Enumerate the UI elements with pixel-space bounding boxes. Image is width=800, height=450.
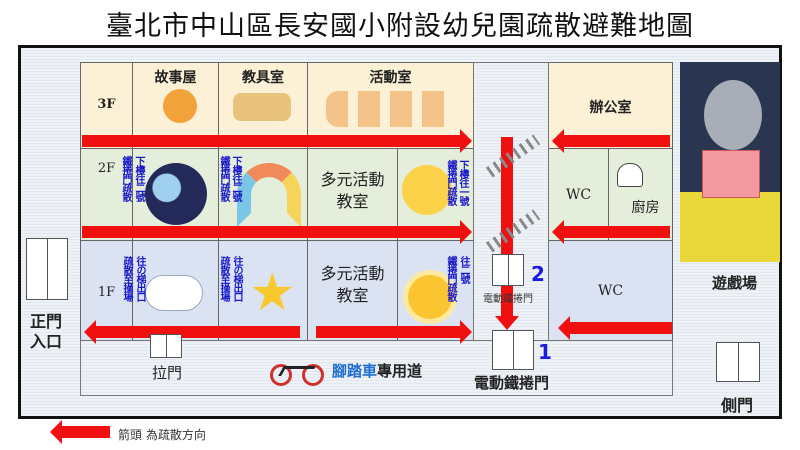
evacuation-arrow: [82, 220, 472, 244]
rolling-door-1-icon: [492, 330, 534, 370]
cat-reading-picture: [680, 62, 780, 262]
room-office: 辦公室: [548, 62, 673, 149]
note-text: 下樓往二號: [230, 156, 241, 201]
note-text: 鐵捲門疏散: [218, 156, 229, 201]
room-name: 多元活動 教室: [320, 264, 385, 305]
star-icon: ★: [249, 263, 296, 323]
note-text: 往二號: [458, 256, 469, 283]
room-1f-2: ★: [218, 240, 308, 341]
evacuation-arrow: [82, 129, 472, 153]
rolling-door-1-label: 電動鐵捲門: [474, 374, 550, 392]
playground-label: 遊戲場: [712, 274, 758, 292]
room-name: 教具室: [242, 70, 284, 86]
note-text: 疏散至操場: [218, 256, 229, 301]
sliding-door-icon: [150, 334, 182, 358]
room-name: 廚房: [631, 200, 660, 216]
note-text: 鐵捲門疏散: [445, 256, 456, 301]
legend-arrow: [50, 420, 110, 444]
moon-icon: [402, 165, 452, 215]
evacuation-arrow: [84, 320, 300, 344]
teacher-reading-icon: [163, 89, 197, 123]
bike-lane-label-rest: 專用道: [377, 362, 423, 380]
rolling-door-2-label: 電動鐵捲門: [483, 294, 533, 305]
note-text: 疏散至操場: [121, 256, 132, 301]
floor-label-3f: 3F: [97, 97, 116, 112]
rolling-door-2-icon: [492, 254, 524, 286]
evacuation-arrow: [552, 129, 670, 153]
room-name: WC: [565, 187, 592, 203]
bike-lane-label: 腳踏車專用道: [332, 360, 422, 381]
room-kitchen: 廚房: [608, 148, 673, 241]
night-sky-icon: [145, 163, 207, 225]
main-gate-door-icon: [26, 238, 68, 300]
bike-lane-label-blue: 腳踏車: [332, 362, 378, 380]
room-name: WC: [597, 283, 624, 299]
evacuation-arrow: [552, 220, 670, 244]
children-icon: [326, 91, 454, 127]
room-activity: 活動室: [307, 62, 474, 149]
room-2f-1: [132, 148, 219, 241]
room-2f-multi: 多元活動 教室: [307, 148, 398, 241]
arrow-head: [495, 316, 519, 330]
sliding-door-label: 拉門: [151, 364, 182, 382]
main-gate-label: 正門 入口: [29, 312, 62, 351]
note-text: 下樓往一號: [457, 160, 468, 205]
note-text: 往の梯出口: [134, 256, 145, 301]
ground-corridor: [80, 340, 673, 396]
side-door-label: 側門: [721, 396, 754, 415]
art-supplies-icon: [233, 93, 291, 121]
evacuation-arrow: [316, 320, 472, 344]
side-door-icon: [716, 342, 760, 382]
bicycle-icon: [270, 356, 326, 386]
floor-label-2f: 2F: [97, 161, 116, 176]
cloud-icon: [145, 275, 203, 311]
note-text: 鐵捲門疏散: [445, 160, 456, 205]
room-name: 活動室: [369, 70, 412, 86]
evacuation-arrow: [558, 316, 672, 340]
rainbow-icon: [237, 163, 301, 227]
room-1f-1: [132, 240, 219, 341]
room-name: 多元活動 教室: [320, 170, 385, 211]
note-text: 下樓往二號: [133, 156, 144, 201]
floor-label-3f-cell: 3F: [80, 62, 133, 149]
room-name: 故事屋: [154, 70, 197, 86]
note-text: 往の梯出口: [231, 256, 242, 301]
floor-label-1f: 1F: [97, 285, 116, 300]
door-number-2: 2: [531, 262, 545, 286]
chef-hat-icon: [617, 163, 643, 187]
room-name: 辦公室: [589, 100, 632, 116]
sun-icon: [408, 275, 452, 319]
door-number-1: 1: [538, 340, 552, 364]
map-title: 臺北市中山區長安國小附設幼兒園疏散避難地圖: [106, 11, 694, 42]
legend-text: 箭頭 為疏散方向: [118, 428, 206, 442]
note-text: 鐵捲門疏散: [120, 156, 131, 201]
